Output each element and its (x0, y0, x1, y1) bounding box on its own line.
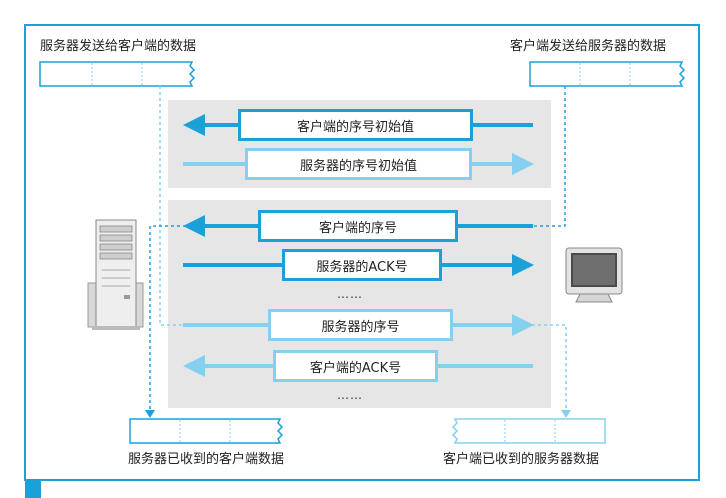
client-send-buffer (529, 61, 686, 87)
client-computer-icon (565, 247, 623, 303)
server-received-label: 服务器已收到的客户端数据 (128, 452, 285, 467)
corner-accent (25, 480, 41, 498)
server-send-connector (159, 86, 268, 326)
client-ack-label: 客户端的ACK号 (273, 350, 438, 382)
server-icon (87, 219, 144, 330)
client-seq-label: 客户端的序号 (258, 210, 458, 242)
outer-frame (24, 24, 700, 481)
server-seq-label: 服务器的序号 (268, 309, 453, 341)
client-send-label: 客户端发送给服务器的数据 (510, 39, 667, 54)
client-received-buffer (451, 418, 606, 444)
client-receive-arrowhead (561, 410, 571, 418)
server-ack-label: 服务器的ACK号 (282, 249, 442, 281)
server-send-buffer (39, 61, 196, 87)
server-received-buffer (129, 418, 284, 444)
server-initial-seq-label: 服务器的序号初始值 (245, 148, 472, 180)
ellipsis-bottom: …… (337, 388, 363, 402)
client-initial-seq-label: 客户端的序号初始值 (238, 109, 473, 141)
server-receive-arrowhead (145, 410, 155, 418)
client-receive-connector (532, 324, 567, 412)
ellipsis-top: …… (337, 287, 363, 301)
server-send-label: 服务器发送给客户端的数据 (40, 39, 197, 54)
client-received-label: 客户端已收到的服务器数据 (443, 452, 600, 467)
